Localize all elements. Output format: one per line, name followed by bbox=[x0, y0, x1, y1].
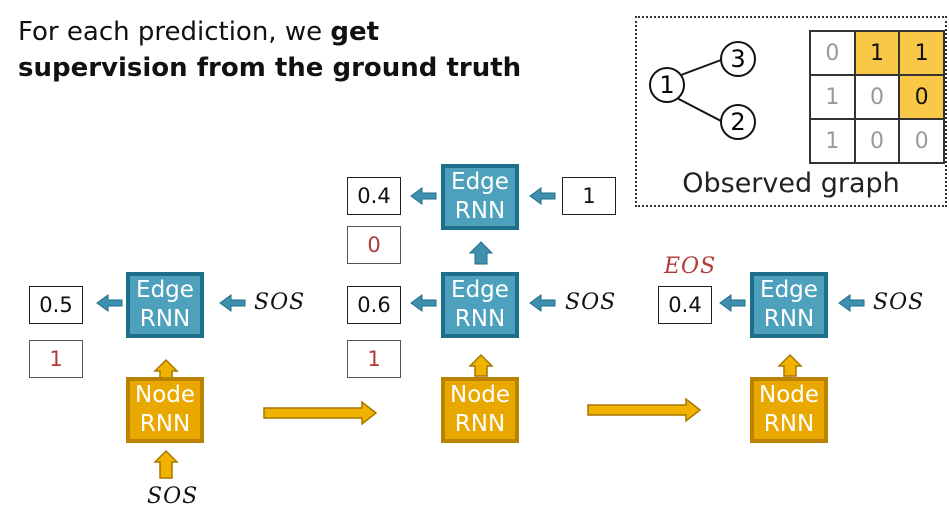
matrix-cell: 0 bbox=[898, 74, 945, 120]
title-bold-get: get bbox=[330, 17, 380, 47]
edge-rnn-label-line1: Edge bbox=[451, 169, 509, 195]
slide-title: For each prediction, we get supervision … bbox=[18, 14, 521, 86]
graph-node-2-label: 2 bbox=[730, 108, 745, 136]
step1-node-sos-token: SOS bbox=[147, 484, 199, 509]
sos-to-edge-arrow bbox=[529, 294, 556, 312]
edge-rnn-label-line2: RNN bbox=[139, 306, 191, 332]
edge-rnn-label-line2: RNN bbox=[763, 306, 815, 332]
observed-graph-label: Observed graph bbox=[682, 168, 900, 199]
edge-rnn-label-line1: Edge bbox=[451, 277, 509, 303]
node-rnn-label-line2: RNN bbox=[139, 411, 191, 437]
step2-edge2-input-box: 1 bbox=[562, 177, 616, 215]
step2-edge1-ground-truth-box: 1 bbox=[347, 340, 401, 378]
matrix-cell: 1 bbox=[853, 30, 901, 76]
node-to-edge-arrow bbox=[777, 353, 803, 377]
edge-output-arrow bbox=[96, 294, 123, 312]
step1-ground-truth-box: 1 bbox=[29, 340, 83, 378]
edge-rnn-label-line1: Edge bbox=[760, 277, 818, 303]
title-bold-supervision: supervision from the ground truth bbox=[18, 53, 522, 83]
edge-rnn-label-line2: RNN bbox=[454, 306, 506, 332]
edge-output-arrow bbox=[410, 187, 437, 205]
edge-to-edge-arrow bbox=[468, 241, 494, 265]
matrix-cell: 0 bbox=[898, 118, 945, 164]
adjacency-matrix: 0 1 1 1 0 0 1 0 0 bbox=[809, 30, 945, 164]
edge-output-arrow bbox=[410, 294, 437, 312]
graph-node-1 bbox=[649, 67, 685, 103]
step3-arrows bbox=[719, 294, 865, 377]
node-rnn-label-line1: Node bbox=[134, 382, 196, 408]
step3-edge-rnn: Edge RNN bbox=[750, 272, 828, 338]
matrix-cell: 0 bbox=[853, 118, 901, 164]
edge-output-arrow bbox=[719, 294, 746, 312]
matrix-row: 1 0 0 bbox=[809, 74, 945, 120]
sos-to-edge-arrow bbox=[219, 294, 246, 312]
sos-to-edge-arrow bbox=[838, 294, 865, 312]
matrix-cell: 0 bbox=[853, 74, 901, 120]
step2-arrows bbox=[410, 187, 556, 377]
step3-node-rnn: Node RNN bbox=[750, 377, 828, 443]
input-to-edge-arrow bbox=[529, 187, 556, 205]
graph-node-3-label: 3 bbox=[730, 45, 745, 73]
matrix-cell: 1 bbox=[809, 74, 856, 120]
step2-edge-rnn-upper: Edge RNN bbox=[441, 164, 519, 230]
edge-1-2 bbox=[672, 95, 722, 122]
step2-edge2-prediction-box: 0.4 bbox=[347, 177, 401, 215]
step2-edge-sos-token: SOS bbox=[565, 290, 617, 315]
graph-node-2 bbox=[720, 104, 756, 140]
node-rnn-label-line2: RNN bbox=[454, 411, 506, 437]
step3-prediction-box: 0.4 bbox=[658, 286, 712, 324]
matrix-cell: 0 bbox=[809, 30, 856, 76]
step1-edge-sos-token: SOS bbox=[254, 290, 306, 315]
graph-node-3 bbox=[720, 41, 756, 77]
node-rnn-label-line2: RNN bbox=[763, 411, 815, 437]
edge-rnn-label-line1: Edge bbox=[136, 277, 194, 303]
matrix-cell: 1 bbox=[898, 30, 945, 76]
step2-edge-rnn-lower: Edge RNN bbox=[441, 272, 519, 338]
transition-arrow-1 bbox=[263, 400, 378, 426]
edge-rnn-label-line2: RNN bbox=[454, 198, 506, 224]
graph-node-1-label: 1 bbox=[659, 71, 674, 99]
matrix-cell: 1 bbox=[809, 118, 856, 164]
step2-edge1-prediction-box: 0.6 bbox=[347, 286, 401, 324]
step3-edge-sos-token: SOS bbox=[873, 290, 925, 315]
step2-node-rnn: Node RNN bbox=[441, 377, 519, 443]
title-prefix: For each prediction, we bbox=[18, 17, 331, 47]
step2-edge2-ground-truth-box: 0 bbox=[347, 226, 401, 264]
matrix-row: 1 0 0 bbox=[809, 118, 945, 164]
node-to-edge-arrow bbox=[468, 353, 494, 377]
transition-arrow-2 bbox=[587, 397, 702, 423]
step1-edge-rnn: Edge RNN bbox=[126, 272, 204, 338]
sos-to-node-arrow bbox=[153, 449, 179, 479]
observed-graph-drawing: 1 2 3 bbox=[649, 41, 756, 140]
observed-graph-panel: 1 2 3 0 1 1 1 0 0 1 0 0 Observed graph bbox=[635, 16, 947, 207]
matrix-row: 0 1 1 bbox=[809, 30, 945, 76]
node-rnn-label-line1: Node bbox=[449, 382, 511, 408]
step1-node-rnn: Node RNN bbox=[126, 377, 204, 443]
step3-eos-token: EOS bbox=[664, 254, 717, 279]
step1-prediction-box: 0.5 bbox=[29, 286, 83, 324]
node-rnn-label-line1: Node bbox=[758, 382, 820, 408]
